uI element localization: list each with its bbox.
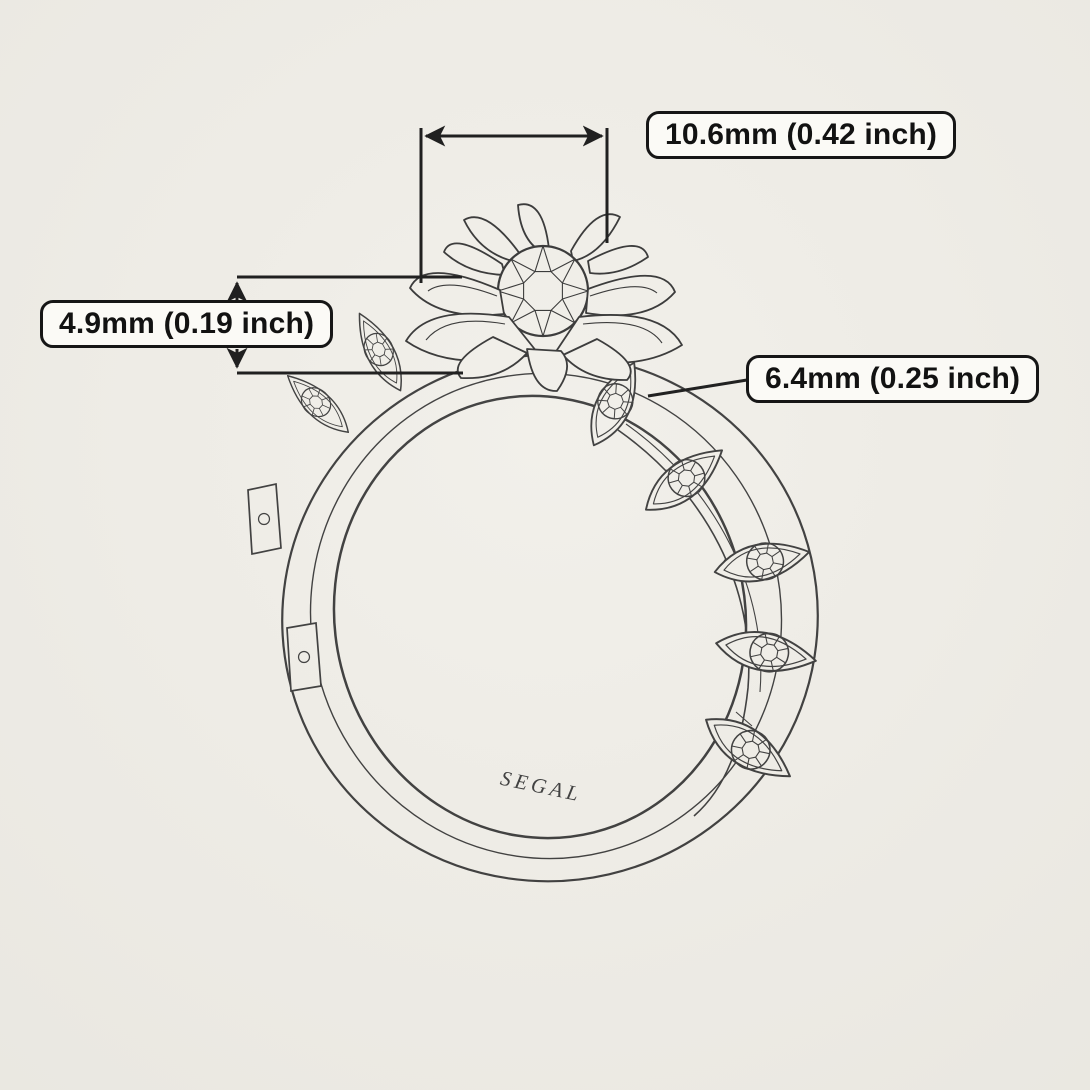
petal [409, 272, 505, 317]
edge-bezels [247, 482, 322, 692]
leaf-gem-link [635, 436, 734, 524]
petal-vein [425, 320, 506, 341]
edge-bezel-rivet [297, 650, 311, 664]
edge-bezel [286, 622, 322, 692]
petal [456, 336, 528, 379]
dimension-label-band-width: 6.4mm (0.25 inch) [746, 355, 1040, 403]
leaf-gem-link [713, 624, 819, 679]
petal [443, 242, 506, 276]
edge-bezel [247, 482, 282, 556]
dimension-label-flower-width: 10.6mm (0.42 inch) [646, 111, 957, 159]
dimension-label-flower-height: 4.9mm (0.19 inch) [40, 300, 334, 348]
petal-vein [427, 284, 498, 297]
petal-vein [589, 286, 658, 297]
petal [585, 274, 676, 317]
leaf-gem-link [279, 366, 357, 442]
edge-bezel-rivet [257, 512, 271, 526]
diamond-facets [497, 245, 589, 337]
leaf-gem-link [711, 534, 813, 590]
dimension-lines [226, 125, 748, 398]
petal [562, 338, 632, 381]
brand-engraving: SEGAL [498, 766, 584, 807]
petal [463, 216, 523, 264]
lotus-flower [405, 203, 683, 392]
petal [587, 245, 649, 275]
band-width-leader-line [647, 378, 748, 398]
petal-vein [582, 321, 663, 344]
leaf-gem-link [347, 307, 413, 397]
petal [526, 348, 568, 392]
